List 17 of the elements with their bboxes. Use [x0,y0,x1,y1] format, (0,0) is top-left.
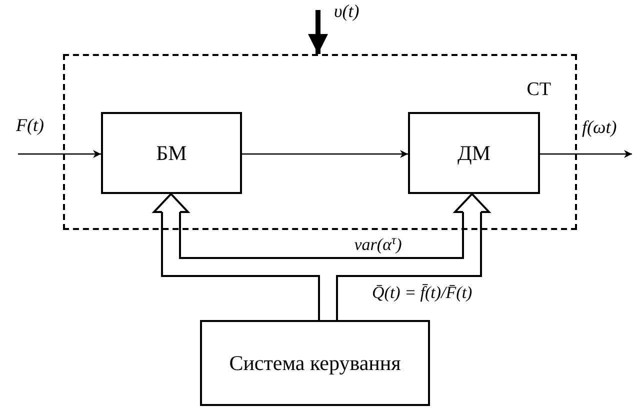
block-label: БМ [155,140,188,166]
arrow [242,150,408,158]
arrow [18,150,101,158]
block-box [408,112,540,194]
block-label: Система керування [228,350,402,376]
boundary-label: СТ [526,80,551,99]
signal-label: Q̄(t) = f̄(t)/F̄(t) [372,284,474,301]
arrow [308,10,328,54]
block-box [200,320,430,406]
dashed-boundary [63,54,577,230]
block-label: ДМ [456,140,492,166]
edge-label: F(t) [16,116,44,134]
edge-label: υ(t) [334,2,360,20]
arrow [540,150,632,158]
signal-label: var(α$^{τ}$) [353,236,403,253]
edge-label: f(ωt) [582,118,617,136]
block-box [101,112,242,194]
